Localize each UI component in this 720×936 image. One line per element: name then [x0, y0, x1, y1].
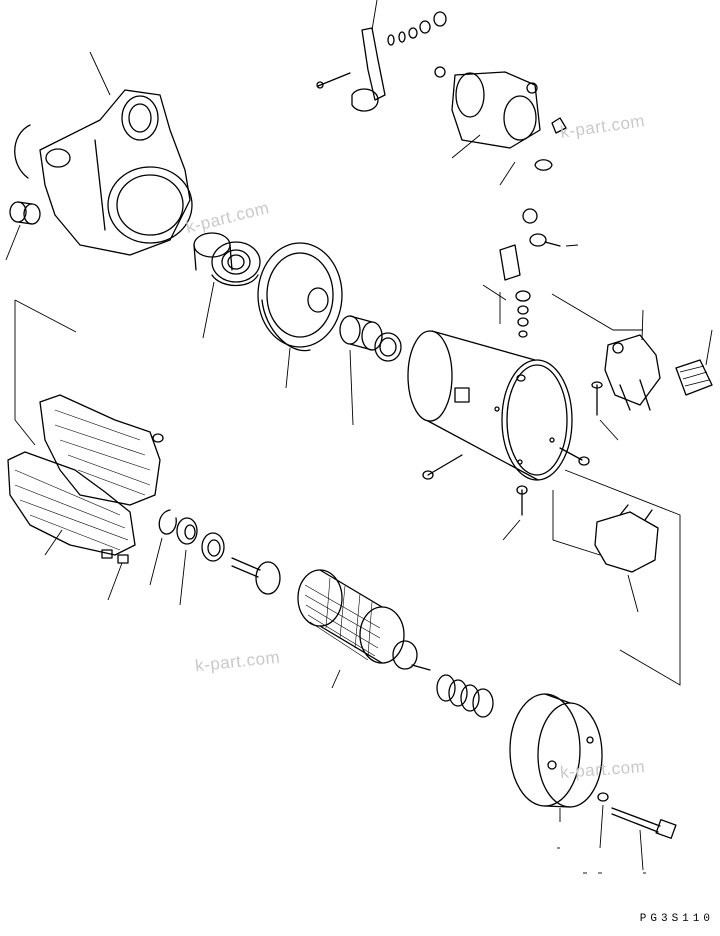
- drawing-code: PG3S110: [639, 913, 714, 925]
- shim-washers: [436, 674, 494, 718]
- yoke: [407, 330, 573, 481]
- rear-washer: [597, 792, 609, 849]
- sleeve-bearing: [339, 315, 402, 426]
- brush-holder-lower: [594, 504, 659, 613]
- yoke-bolts: [422, 447, 590, 541]
- shift-lever-group: [316, 0, 386, 112]
- terminal-stack: [482, 208, 579, 382]
- pinion-clutch: [193, 232, 261, 339]
- leader-line: [564, 469, 681, 686]
- leader-line: [552, 490, 601, 556]
- field-coil-upper: [14, 299, 164, 506]
- snap-ring: [149, 509, 177, 586]
- field-coil-lower: [7, 451, 136, 601]
- drive-housing: [14, 89, 193, 256]
- brush-spring: [675, 329, 713, 396]
- callout-tails: [557, 847, 646, 874]
- washers-and-nuts: [387, 11, 447, 46]
- brush-holder: [591, 309, 661, 441]
- bushing: [9, 201, 41, 225]
- center-bracket: [257, 242, 343, 389]
- leader-line: [551, 293, 643, 331]
- solenoid: [434, 66, 567, 186]
- thrust-washer: [176, 517, 225, 606]
- through-bolt: [611, 807, 677, 871]
- rear-cover: [509, 693, 603, 822]
- armature: [231, 557, 431, 689]
- leader-line: [89, 51, 111, 96]
- leader-line: [5, 224, 21, 261]
